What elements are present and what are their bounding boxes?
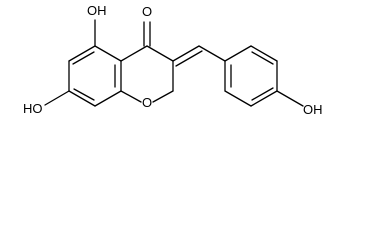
exocyclic-bonds bbox=[172, 45, 226, 67]
bond-c1p-c2p bbox=[224, 45, 252, 62]
bond-c7-ho bbox=[44, 90, 70, 106]
bond-c3-c9-a bbox=[172, 45, 200, 62]
label-oh-top: OH bbox=[87, 3, 107, 18]
bond-c4p-c5p-inner bbox=[251, 87, 274, 101]
label-oh-right: OH bbox=[303, 102, 323, 117]
label-ring-o: O bbox=[142, 95, 152, 110]
bond-o1-c8a bbox=[120, 90, 142, 103]
bond-c2p-c3p-inner bbox=[251, 51, 274, 65]
ring-a-substituents bbox=[44, 19, 96, 106]
ring-a-bonds bbox=[68, 45, 122, 107]
bond-c4p-oh bbox=[276, 90, 304, 107]
bond-c7-c8-inner bbox=[73, 88, 95, 101]
bond-c4p-c5p bbox=[250, 90, 278, 107]
ring-b-bonds bbox=[224, 45, 278, 107]
structure-diagram: OH O HO O OH bbox=[23, 3, 323, 117]
atom-labels: OH O HO O OH bbox=[23, 3, 323, 117]
bond-c3-c9-b bbox=[175, 50, 203, 67]
molecule-structure: OH O HO O OH bbox=[23, 3, 323, 117]
ring-b-substituents bbox=[276, 90, 304, 107]
ring-c-bonds bbox=[120, 21, 174, 103]
bond-c5p-c6p bbox=[224, 90, 252, 107]
bond-c2-o1 bbox=[152, 90, 174, 103]
bond-c9-c1p bbox=[198, 45, 226, 62]
label-carbonyl-o: O bbox=[142, 4, 152, 19]
bond-c4-c3 bbox=[146, 45, 174, 62]
bond-c5-c6 bbox=[68, 45, 96, 62]
bond-c4a-c5 bbox=[94, 45, 122, 62]
bond-c5-c6-inner bbox=[72, 51, 95, 65]
bond-c7-c8 bbox=[68, 90, 96, 107]
bond-c4a-c4 bbox=[120, 45, 148, 62]
bond-c2p-c3p bbox=[250, 45, 278, 62]
bond-c8-c8a bbox=[94, 90, 122, 107]
label-oh-left: HO bbox=[23, 101, 43, 116]
